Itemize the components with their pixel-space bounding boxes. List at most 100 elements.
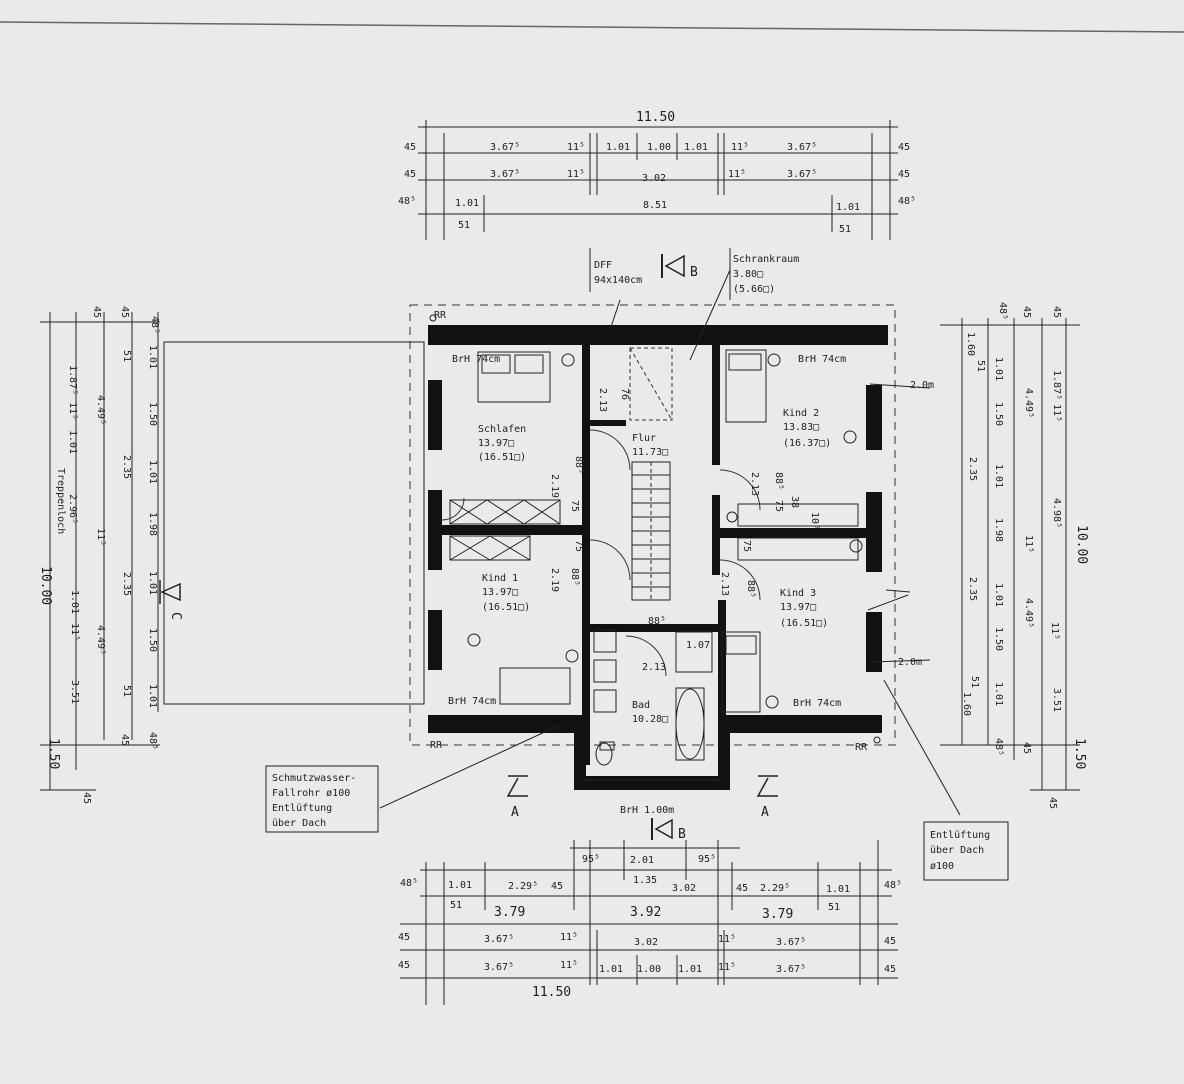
note-entlueftung: Entlüftung über Dach ø100: [923, 821, 1009, 881]
two-m-bottom: 2.0m: [898, 657, 922, 668]
left-c4-6: 3.51: [69, 680, 80, 704]
room-bad-name: Bad: [632, 700, 650, 711]
bot-r4-8: 45: [884, 964, 896, 975]
rr-bottom-left: RR: [430, 740, 443, 751]
dim-75a: 75: [569, 500, 580, 512]
right-c3-2: 11⁵: [1051, 404, 1062, 422]
bot-r3-2: 11⁵: [560, 932, 578, 943]
building-plan: [163, 248, 961, 816]
plan-annotations: DFF 94x140cm BrH 74cm BrH 74cm BrH 74cm …: [430, 260, 934, 816]
right-c1-3: 1.01: [993, 464, 1004, 488]
note-schmutz-0: Schmutzwasser-: [272, 773, 356, 784]
bot-r1-0: 48⁵: [400, 878, 418, 889]
top-r2-4: 11⁵: [728, 169, 746, 180]
two-m-top: 2.0m: [910, 380, 934, 391]
left-c3-3: 4.49⁵: [95, 625, 106, 655]
section-c: C: [159, 580, 183, 620]
bot-r1-11: 48⁵: [884, 880, 902, 891]
room-flur-name: Flur: [632, 433, 656, 444]
right-bottom: 1.50: [1072, 738, 1087, 769]
left-total: 10.00: [38, 566, 53, 605]
right-c1-4: 1.98: [993, 518, 1004, 542]
room-schrank-area: 3.80□: [733, 269, 763, 280]
room-kind1-name: Kind 1: [482, 573, 518, 584]
room-schrank-area2: (5.66□): [733, 284, 775, 295]
dim-88e: 88⁵: [648, 616, 666, 627]
room-kind2-area2: (16.37□): [783, 438, 831, 449]
bot-r1-8: 45: [736, 883, 748, 894]
bot-r1b-0: 51: [450, 900, 462, 911]
note-schmutz-3: über Dach: [272, 818, 326, 829]
left-c1-0: 48⁵: [149, 316, 160, 334]
left-c3-1: 4.49⁵: [95, 395, 106, 425]
dim-213b: 2.13: [749, 472, 760, 496]
right-total: 10.00: [1074, 525, 1089, 564]
bot-r3-1: 3.67⁵: [484, 934, 514, 945]
top-r1-3: 1.01: [606, 142, 630, 153]
room-schrank-name: Schrankraum: [733, 254, 799, 265]
bot-r1b-1: 1.35: [633, 875, 657, 886]
top-dimension-chains: 11.50 45 3.67⁵ 11⁵ 1.01 1.00 1.01 11⁵ 3.…: [398, 110, 916, 240]
bot-r3-0: 45: [398, 932, 410, 943]
bot-r3-6: 45: [884, 936, 896, 947]
room-kind2-area: 13.83□: [783, 422, 819, 433]
top-r1-1: 3.67⁵: [490, 142, 520, 153]
room-kind2-name: Kind 2: [783, 408, 819, 419]
dff-label: DFF: [594, 260, 612, 271]
left-c1-4: 1.98: [147, 512, 158, 536]
top-r1-4: 1.00: [647, 142, 671, 153]
dim-213c: 2.13: [719, 572, 730, 596]
right-dimension-chains: 48⁵ 1.01 1.50 1.01 1.98 1.01 1.50 1.01 4…: [940, 302, 1089, 809]
right-c2-2: 11⁵: [1023, 535, 1034, 553]
left-c4-5: 11⁵: [69, 623, 80, 641]
dim-107: 1.07: [686, 640, 710, 651]
note-entl-1: über Dach: [930, 845, 984, 856]
section-markers: B B A A C: [159, 254, 778, 842]
left-c4-3: 2.96⁵: [67, 494, 78, 524]
top-r2-5: 3.67⁵: [787, 169, 817, 180]
top-r1-0: 45: [404, 142, 416, 153]
room-kind3-area: 13.97□: [780, 602, 816, 613]
note-schmutz-1: Fallrohr ø100: [272, 788, 350, 799]
left-c1-5: 1.01: [147, 571, 158, 595]
bottom-dimension-chains: 95⁵ 2.01 95⁵ 1.35 48⁵ 1.01 2.29⁵ 45 3.02…: [398, 840, 902, 1005]
left-c1-2: 1.50: [147, 402, 158, 426]
left-c3-2: 11⁵: [95, 528, 106, 546]
bot-r4-1: 3.67⁵: [484, 962, 514, 973]
dim-10: 10⁵: [809, 512, 820, 530]
top-r3b-1: 51: [839, 224, 851, 235]
right-c1b-2: 2.35: [967, 457, 978, 481]
top-r3-2: 8.51: [643, 200, 667, 211]
right-c3-1: 1.87⁵: [1051, 370, 1062, 400]
top-r2-6: 45: [898, 169, 910, 180]
left-c2-5: 45: [119, 734, 130, 746]
left-c4-0: 1.87⁵: [67, 365, 78, 395]
left-c2-2: 2.35: [121, 455, 132, 479]
right-c1-7: 1.01: [993, 682, 1004, 706]
top-r2-1: 3.67⁵: [490, 169, 520, 180]
bot-r1-10: 1.01: [826, 884, 850, 895]
right-c1b-4: 51: [969, 676, 980, 688]
bot-r3-3: 3.02: [634, 937, 658, 948]
left-c1-6: 1.50: [147, 628, 158, 652]
room-labels: Schlafen 13.97□ (16.51□) Flur 11.73□ Kin…: [478, 254, 831, 725]
left-c2-3: 2.35: [121, 572, 132, 596]
bot-r1-9: 2.29⁵: [760, 883, 790, 894]
top-total: 11.50: [636, 110, 675, 125]
left-c4-1: 11⁵: [67, 402, 78, 420]
left-c4-2: 1.01: [67, 430, 78, 454]
right-c2-4: 45: [1021, 742, 1032, 754]
bot-r4-5: 1.01: [678, 964, 702, 975]
dim-88b: 88⁵: [773, 472, 784, 490]
right-c1b-3: 2.35: [967, 577, 978, 601]
bot-r3-4: 11⁵: [718, 934, 736, 945]
bot-r4-4: 1.00: [637, 964, 661, 975]
right-c3-5: 3.51: [1051, 688, 1062, 712]
left-c3-0: 45: [91, 306, 102, 318]
dim-219: 2.19: [549, 474, 560, 498]
dff-size: 94x140cm: [594, 275, 642, 286]
brh-bottom: BrH 1.00m: [620, 805, 674, 816]
room-kind3-area2: (16.51□): [780, 618, 828, 629]
note-entl-2: ø100: [930, 861, 954, 872]
